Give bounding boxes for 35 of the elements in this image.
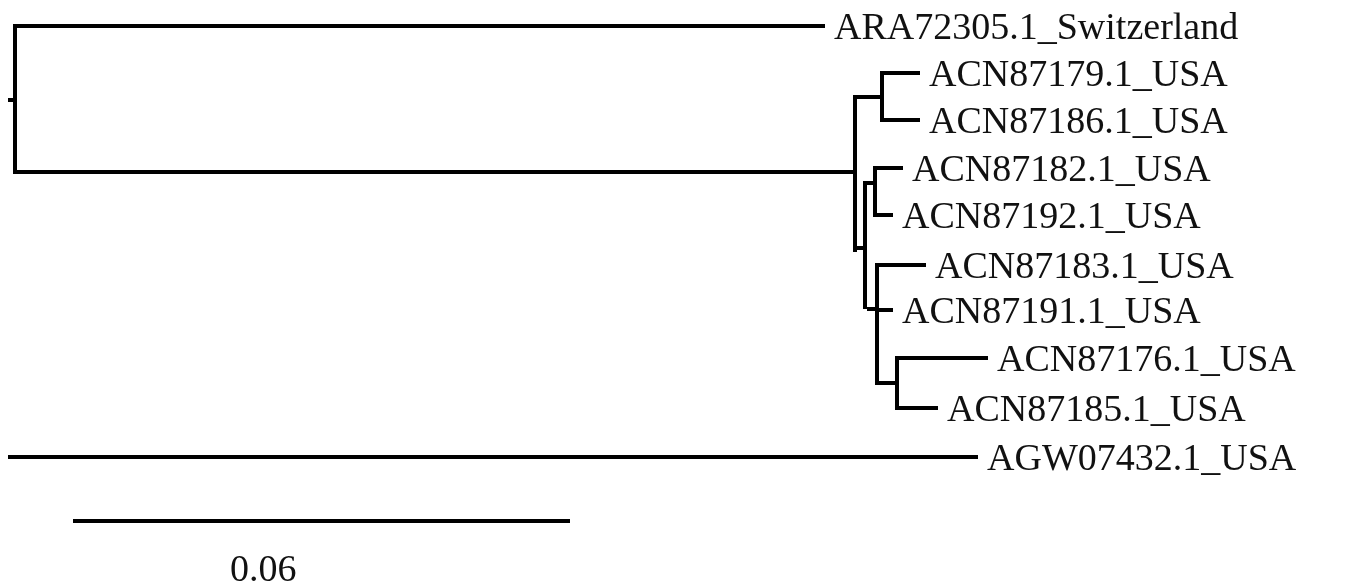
branch-line [8,455,978,459]
branch-line [877,213,893,217]
branch-line [879,308,893,312]
branch-line [884,118,920,122]
branch-line [17,170,853,174]
taxon-label: ACN87183.1_USA [926,246,1234,284]
scale-label: 0.06 [230,550,297,586]
taxon-label: ACN87182.1_USA [903,149,1211,187]
branch-node-bar [895,356,899,410]
taxon-label: ACN87179.1_USA [920,54,1228,92]
branch-line [877,166,903,170]
taxon-label: ACN87192.1_USA [893,196,1201,234]
branch-node-bar [875,263,879,385]
taxon-label: ACN87191.1_USA [893,291,1201,329]
taxon-label: ACN87186.1_USA [920,101,1228,139]
taxon-label: ACN87185.1_USA [938,389,1246,427]
branch-line [867,307,875,311]
taxon-label: ACN87176.1_USA [988,339,1296,377]
branch-node-bar [853,95,857,252]
branch-node-bar [863,181,867,309]
branch-line [899,356,988,360]
branch-node-bar [880,71,884,122]
taxon-label: AGW07432.1_USA [978,438,1297,476]
branch-node-bar [873,166,877,217]
branch-line [884,71,920,75]
branch-line [17,24,825,28]
branch-line [857,95,880,99]
branch-line [899,406,938,410]
branch-line [857,246,863,250]
taxon-label: ARA72305.1_Switzerland [825,7,1239,45]
branch-line [879,381,895,385]
branch-node-bar [13,24,17,174]
branch-line [867,181,873,185]
branch-line [8,98,13,102]
branch-line [879,263,926,267]
